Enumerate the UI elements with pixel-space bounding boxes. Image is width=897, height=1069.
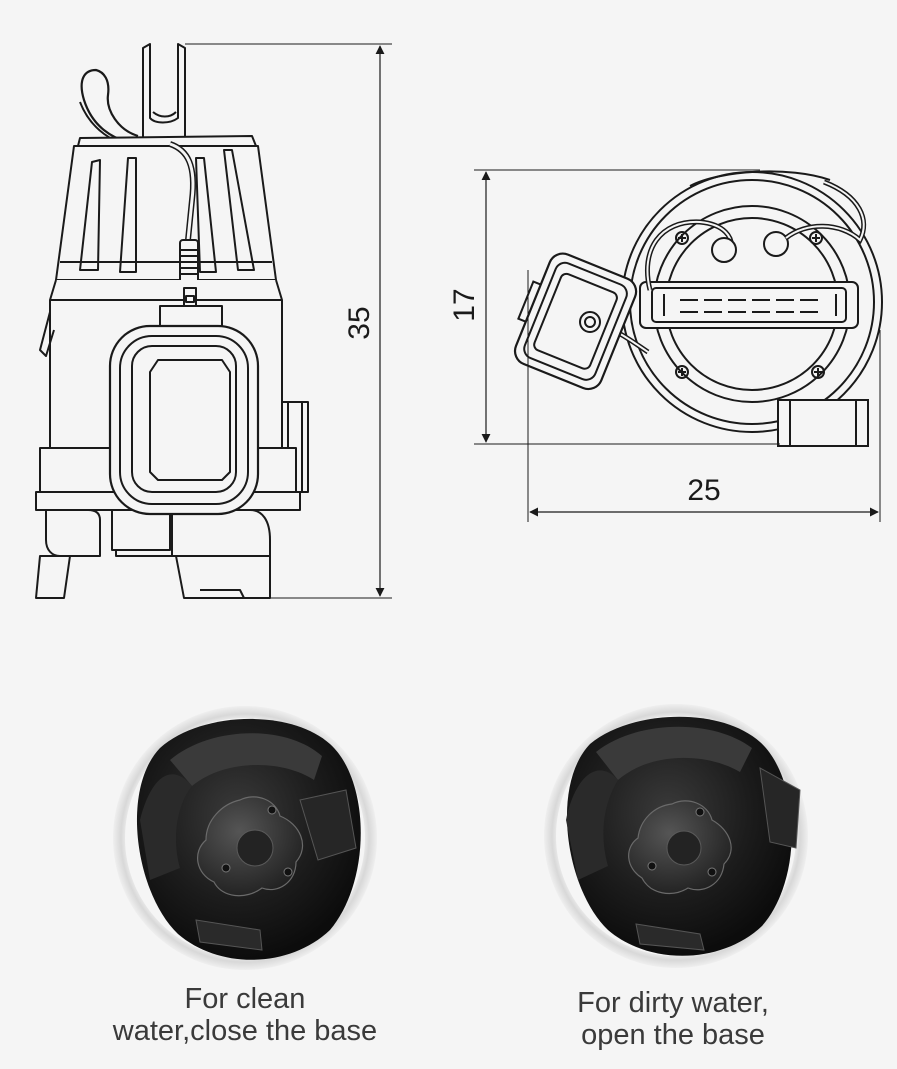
- caption-line: For dirty water,: [577, 987, 769, 1019]
- base-plate-icon: [628, 800, 732, 895]
- closed-base-photo: [113, 706, 377, 970]
- width-label: 25: [687, 474, 720, 507]
- open-base-photo: [544, 704, 808, 968]
- depth-label: 17: [448, 288, 481, 321]
- caption-line: For clean: [184, 983, 306, 1015]
- height-dimension: 35: [185, 43, 392, 599]
- height-label: 35: [343, 306, 376, 339]
- screw-icon: [675, 231, 825, 379]
- open-base-caption: For dirty water, open the base: [498, 987, 848, 1051]
- base-plate-icon: [197, 796, 304, 897]
- width-dimension: 25: [527, 270, 881, 522]
- depth-dimension: 17: [448, 169, 780, 445]
- caption-line: open the base: [581, 1019, 765, 1051]
- pump-front-view: [35, 43, 309, 599]
- closed-base-caption: For clean water,close the base: [70, 983, 420, 1047]
- caption-line: water,close the base: [112, 1015, 378, 1047]
- pump-top-view: [513, 170, 883, 447]
